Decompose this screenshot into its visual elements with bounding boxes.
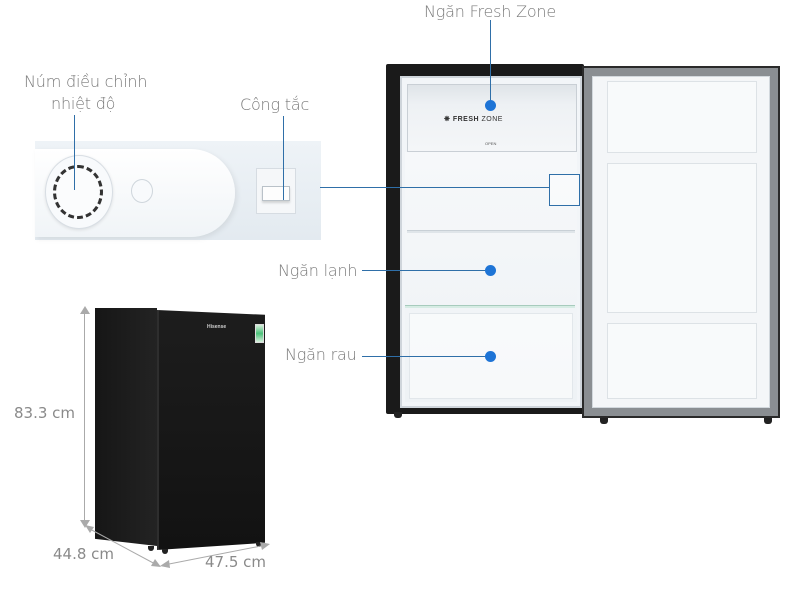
crisper-label: Ngăn rau <box>285 345 357 364</box>
rocker-icon <box>262 186 290 201</box>
height-arrow <box>84 310 85 524</box>
switch-line-vertical <box>283 116 284 200</box>
foot <box>394 412 402 418</box>
fridge-side-panel <box>95 308 157 546</box>
cold-compartment-dot <box>485 265 496 276</box>
light-button <box>131 179 153 203</box>
width-arrow-icon <box>160 542 270 568</box>
cold-compartment-label: Ngăn lạnh <box>278 261 358 280</box>
shelf-glass <box>405 305 575 308</box>
thermostat-label-line2: nhiệt độ <box>51 94 116 113</box>
arrow-up-icon <box>80 306 90 314</box>
power-switch <box>256 168 296 214</box>
switch-label: Công tắc <box>240 95 310 114</box>
height-dimension: 83.3 cm <box>14 404 76 422</box>
switch-highlight-box <box>549 174 580 206</box>
fresh-zone-text: ❋ FRESH ZONE <box>444 116 503 123</box>
fresh-zone-drawer: ❋ FRESH ZONE OPEN <box>407 84 577 152</box>
width-dimension: 47.5 cm <box>205 553 267 571</box>
crisper-dot <box>485 351 496 362</box>
brand-logo: Hisense <box>207 324 227 330</box>
door-liner <box>592 76 770 408</box>
door-shelf-bottom <box>607 323 757 399</box>
shelf-upper <box>407 230 575 233</box>
thermostat-label-line1: Núm điều chỉnh <box>24 72 148 91</box>
switch-line-horizontal <box>320 187 549 188</box>
depth-arrow-icon <box>85 525 161 567</box>
foot <box>162 549 168 554</box>
fridge-front-door: Hisense <box>157 310 265 550</box>
foot <box>256 542 262 547</box>
door-shelf-middle <box>607 163 757 313</box>
thermostat-line <box>74 115 75 190</box>
fresh-zone-dot <box>485 100 496 111</box>
foot <box>764 418 772 424</box>
foot <box>148 546 154 551</box>
arrow-down-icon <box>80 520 90 528</box>
depth-dimension: 44.8 cm <box>53 545 115 563</box>
thermostat-knob <box>45 155 113 229</box>
fresh-zone-line <box>490 20 491 102</box>
energy-label-sticker <box>255 324 264 343</box>
cold-compartment-line <box>362 270 490 271</box>
control-panel-closeup <box>35 141 321 240</box>
fresh-zone-label: Ngăn Fresh Zone <box>424 2 557 21</box>
fridge-door <box>582 66 780 418</box>
foot <box>600 418 608 424</box>
crisper-line <box>362 356 490 357</box>
open-text: OPEN <box>485 141 497 146</box>
knob-dial-icon <box>53 165 103 219</box>
door-shelf-top <box>607 81 757 153</box>
